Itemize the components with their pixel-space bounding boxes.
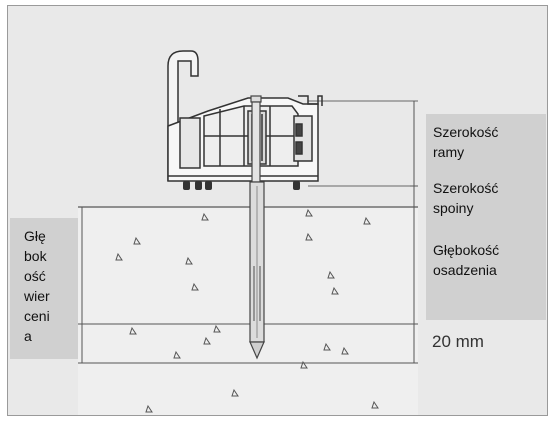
joint-width-line-2: spoiny <box>433 200 474 216</box>
frame-width-label: Szerokość ramy <box>433 122 498 162</box>
drill-depth-label: Głę bok ość wier ceni a <box>24 226 50 346</box>
extra-depth-label: 20 mm <box>432 332 484 351</box>
joint-width-line-1: Szerokość <box>433 180 499 196</box>
joint-width-label: Szerokość spoiny <box>433 178 498 218</box>
drill-depth-line-4: wier <box>24 288 50 304</box>
diagram-frame: Szerokość ramy Szerokość spoiny Głębokoś… <box>7 5 548 416</box>
left-label-box <box>10 218 78 359</box>
drill-depth-line-6: a <box>24 328 32 344</box>
right-label-box <box>426 114 546 320</box>
frame-anchor-screw <box>249 95 265 360</box>
embed-depth-line-1: Głębokość <box>433 242 500 258</box>
embed-depth-line-2: osadzenia <box>433 262 497 278</box>
drill-depth-line-2: bok <box>24 248 47 264</box>
concrete-wall <box>78 206 418 415</box>
installation-diagram <box>78 50 418 415</box>
window-frame-profile <box>167 50 323 182</box>
frame-width-line-2: ramy <box>433 144 465 160</box>
embed-depth-label: Głębokość osadzenia <box>433 240 499 280</box>
frame-width-line-1: Szerokość <box>433 124 499 140</box>
drill-depth-line-5: ceni <box>24 308 50 324</box>
drill-depth-line-3: ość <box>24 268 46 284</box>
frame-seals <box>183 181 300 190</box>
drill-depth-line-1: Głę <box>24 228 46 244</box>
concrete-aggregate <box>115 208 379 413</box>
